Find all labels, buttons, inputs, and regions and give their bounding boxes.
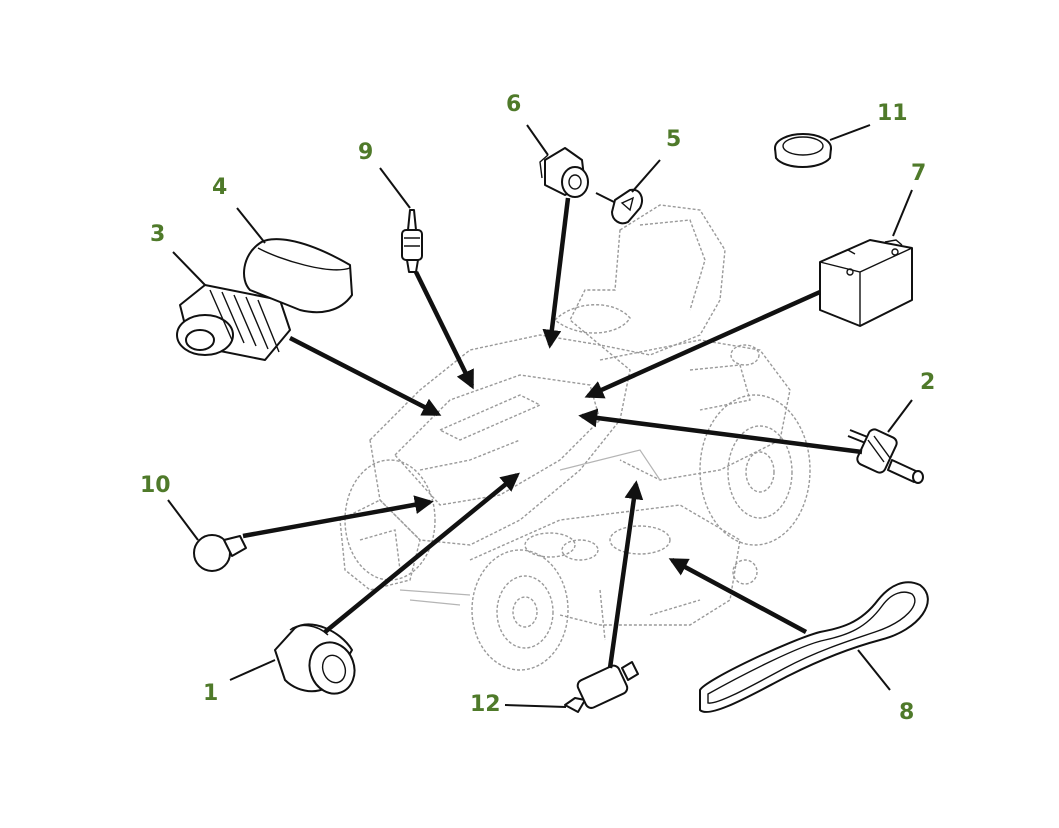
callout-5: 5 [666,127,682,152]
battery-part [819,239,913,327]
fuel-filter-part [847,428,924,484]
callout-4: 4 [212,175,228,200]
ignition-switch-part [539,147,589,198]
callout-8: 8 [899,700,915,725]
callout-11: 11 [877,101,908,126]
spark-plug-part [401,209,423,273]
callout-7: 7 [911,161,927,186]
drive-belt-part [699,581,929,713]
oil-filter-part [274,623,356,695]
location-arrows [242,197,863,669]
ignition-key-part [595,188,643,225]
callout-10: 10 [140,473,171,498]
light-bulb-part [193,534,247,572]
callout-2: 2 [920,370,936,395]
callout-9: 9 [358,140,374,165]
inline-fuel-filter-part [564,661,639,713]
callout-3: 3 [150,222,166,247]
fuel-cap-part [774,133,832,168]
callout-6: 6 [506,92,522,117]
callout-12: 12 [470,692,501,717]
pre-cleaner-part [243,238,353,314]
callout-1: 1 [203,681,219,706]
air-filter-element-part [176,284,291,361]
leader-lines [167,124,913,708]
